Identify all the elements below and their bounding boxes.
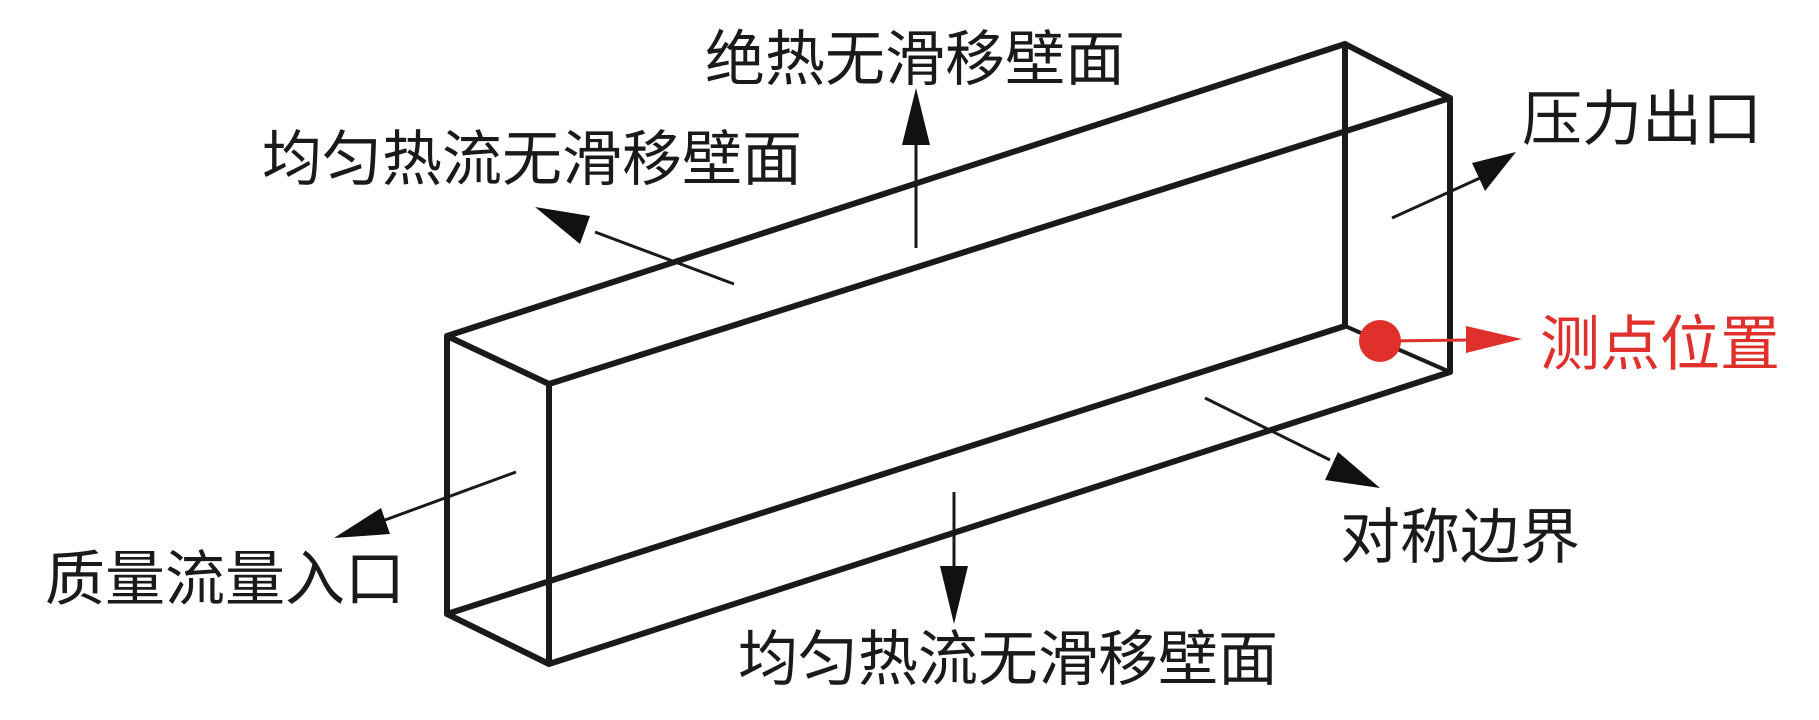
measurement-point-marker [1359, 320, 1401, 362]
symmetry-arrowhead [1325, 452, 1380, 488]
annotation-arrows [334, 88, 1522, 624]
label-top-wall: 绝热无滑移壁面 [705, 25, 1125, 95]
label-bottom-wall: 均匀热流无滑移壁面 [738, 625, 1278, 695]
box-top-front-edge [546, 95, 1453, 387]
inlet-arrowhead [334, 508, 390, 538]
inlet-leader [384, 470, 517, 522]
boundary-labels: 绝热无滑移壁面 均匀热流无滑移壁面 压力出口 测点位置 对称边界 质量流量入口 … [45, 25, 1780, 695]
outlet-top-edge [1342, 41, 1453, 101]
side-wall-leader [594, 230, 735, 286]
box-top-back-edge [444, 41, 1348, 339]
label-side-wall-upper: 均匀热流无滑移壁面 [262, 125, 802, 195]
label-symmetry-boundary: 对称边界 [1340, 503, 1580, 573]
box-bottom-front-edge [546, 369, 1453, 667]
symmetry-leader [1204, 396, 1331, 462]
side-wall-arrowhead [535, 207, 590, 244]
inlet-face-outline [444, 333, 552, 667]
label-mass-flow-inlet: 质量流量入口 [45, 545, 405, 615]
outlet-arrowhead [1472, 152, 1516, 191]
label-pressure-outlet: 压力出口 [1522, 85, 1762, 155]
outlet-leader [1391, 176, 1481, 220]
label-measurement-point: 测点位置 [1540, 310, 1780, 380]
bottom-wall-arrowhead [940, 566, 968, 624]
top-wall-arrowhead [902, 88, 930, 145]
box-bottom-back-edge [444, 323, 1348, 617]
measurement-arrowhead [1466, 326, 1522, 353]
channel-box [444, 41, 1453, 667]
